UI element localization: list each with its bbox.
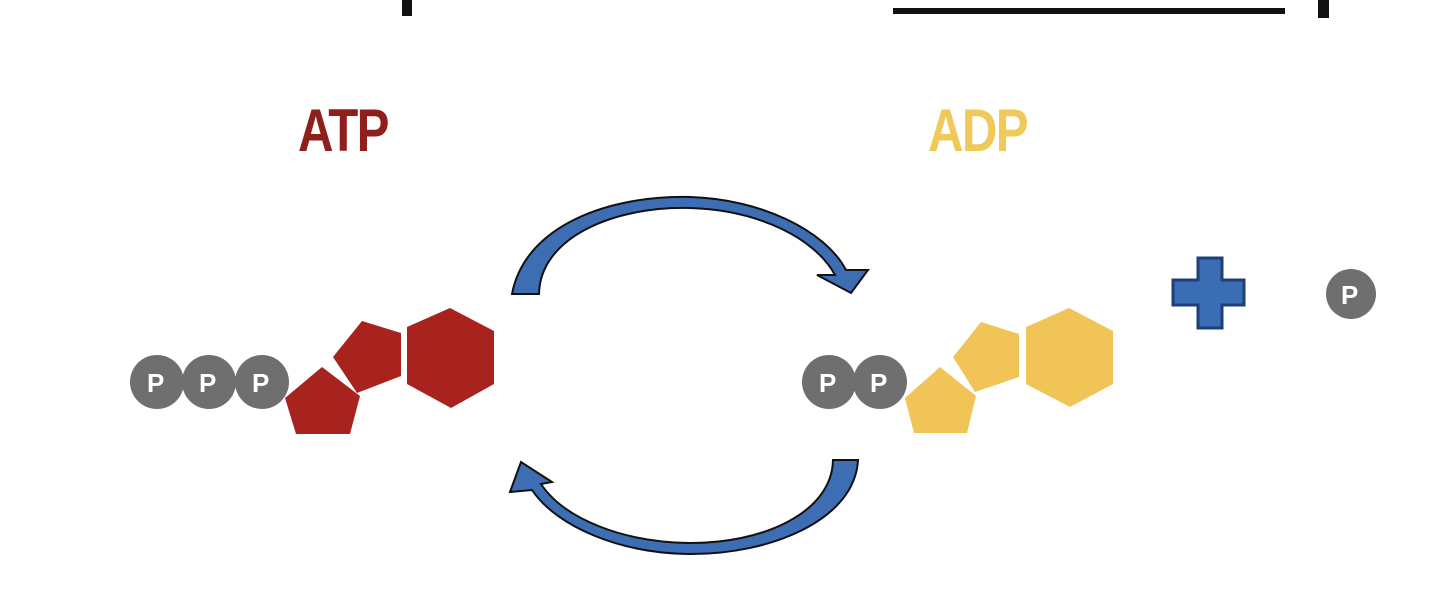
adp-phosphate-1 [802, 355, 856, 409]
top-curved-arrow [510, 195, 870, 295]
atp-ribose-pentagon [285, 367, 360, 434]
atp-adenine-pentagon [333, 321, 401, 393]
adp-phosphate-2 [853, 355, 907, 409]
atp-molecule: P P P [130, 308, 494, 434]
adp-adenine-pentagon [953, 322, 1019, 392]
adp-phosphate-2-label: P [870, 368, 887, 398]
atp-phosphate-1 [130, 355, 184, 409]
adp-ribose-pentagon [905, 367, 976, 433]
plus-icon [1171, 256, 1246, 330]
adp-phosphate-chain: P P [802, 355, 907, 409]
atp-phosphate-chain: P P P [130, 355, 289, 409]
adp-label: ADP [928, 97, 1029, 164]
bottom-curved-arrow [508, 459, 860, 556]
free-phosphate-circle [1326, 269, 1376, 319]
adp-phosphate-1-label: P [819, 368, 836, 398]
atp-phosphate-2 [182, 355, 236, 409]
atp-phosphate-2-label: P [199, 368, 216, 398]
atp-adenine-hexagon [407, 308, 494, 408]
free-phosphate-label: P [1341, 280, 1358, 310]
adp-adenine-hexagon [1026, 308, 1113, 407]
atp-phosphate-3 [235, 355, 289, 409]
adp-molecule: P P [802, 308, 1113, 433]
atp-phosphate-1-label: P [147, 368, 164, 398]
atp-label: ATP [298, 97, 389, 164]
atp-phosphate-3-label: P [252, 368, 269, 398]
free-phosphate: P [1326, 269, 1376, 319]
cropped-heading-fragment [402, 0, 1329, 18]
